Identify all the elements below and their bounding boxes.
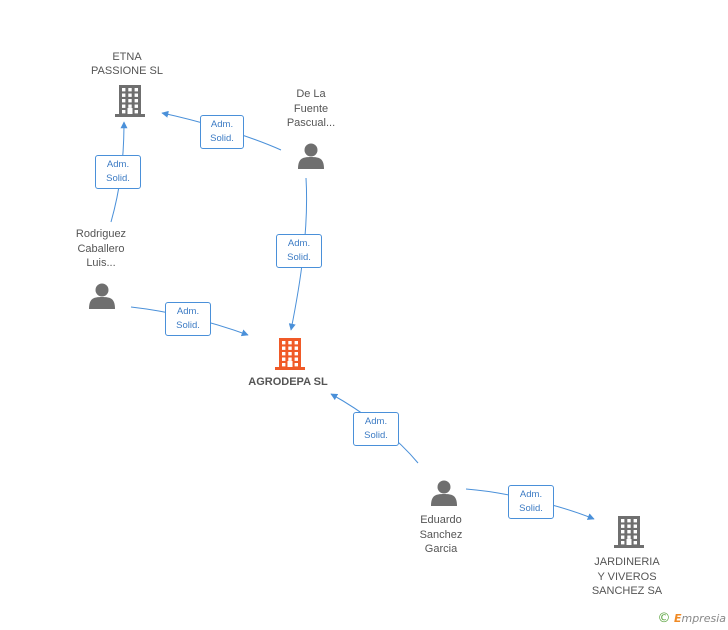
edge-label-delafuente-to-etna[interactable]: Adm. Solid. (200, 115, 244, 149)
edge-label-rodriguez-to-agrodepa[interactable]: Adm. Solid. (165, 302, 211, 336)
node-label-jardineria[interactable]: JARDINERIA Y VIVEROS SANCHEZ SA (591, 556, 663, 598)
copyright-symbol: © (657, 611, 671, 626)
node-label-delafuente[interactable]: De La Fuente Pascual... (286, 88, 336, 130)
person-icon-rodriguez[interactable] (89, 283, 115, 310)
node-label-eduardo[interactable]: Eduardo Sanchez Garcia (419, 514, 463, 556)
node-label-rodriguez[interactable]: Rodriguez Caballero Luis... (75, 228, 127, 270)
edge-label-eduardo-to-agrodepa[interactable]: Adm. Solid. (353, 412, 399, 446)
building-icon-jardineria[interactable] (614, 516, 644, 548)
building-icon-etna[interactable] (115, 85, 145, 117)
edge-label-rodriguez-to-etna[interactable]: Adm. Solid. (95, 155, 141, 189)
brand-name: mpresia (681, 612, 726, 625)
person-icon-eduardo[interactable] (431, 480, 457, 507)
building-icon-agrodepa[interactable] (275, 338, 305, 370)
brand-initial: E (673, 612, 682, 625)
person-icon-delafuente[interactable] (298, 143, 324, 170)
empresia-watermark: © Empresia (657, 611, 726, 626)
node-label-etna[interactable]: ETNA PASSIONE SL (91, 50, 163, 78)
edge-label-delafuente-to-agrodepa[interactable]: Adm. Solid. (276, 234, 322, 268)
node-label-agrodepa[interactable]: AGRODEPA SL (248, 375, 328, 388)
edge-label-eduardo-to-jardineria[interactable]: Adm. Solid. (508, 485, 554, 519)
